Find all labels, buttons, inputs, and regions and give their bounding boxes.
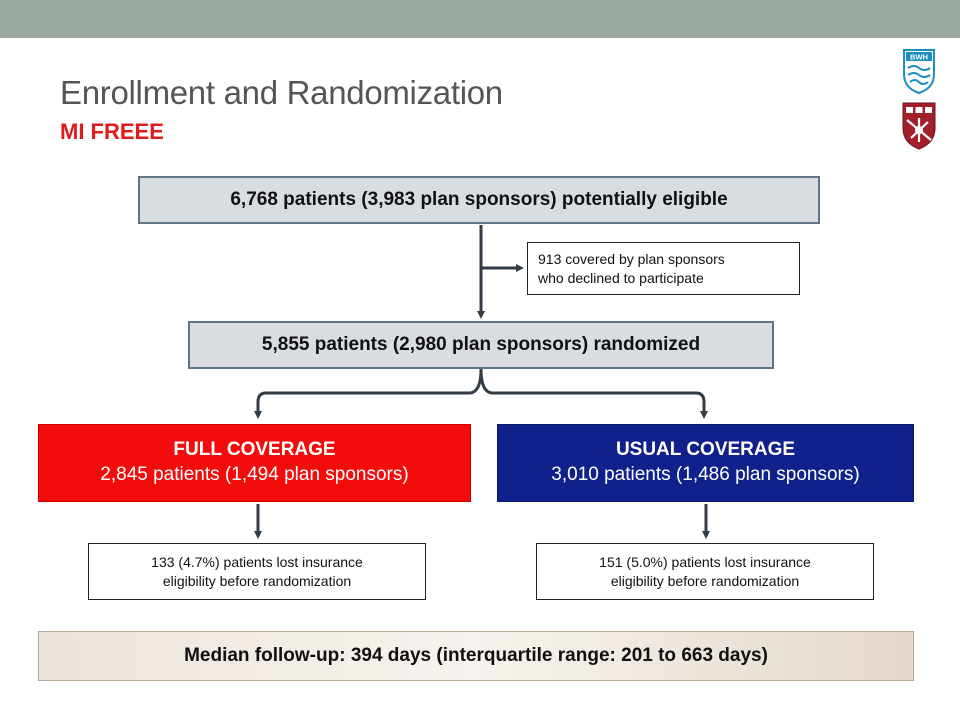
full-coverage-title: FULL COVERAGE — [173, 439, 336, 460]
randomization-split-bracket — [254, 368, 483, 419]
declined-box: 913 covered by plan sponsors who decline… — [527, 242, 800, 295]
full-coverage-box: FULL COVERAGE 2,845 patients (1,494 plan… — [38, 424, 471, 502]
eligible-box: 6,768 patients (3,983 plan sponsors) pot… — [138, 176, 820, 224]
slide-title: Enrollment and Randomization — [60, 74, 503, 111]
usual-lost-line-1: 151 (5.0%) patients lost insurance — [599, 553, 811, 570]
usual-lost-box: 151 (5.0%) patients lost insurance eligi… — [536, 543, 874, 600]
randomized-text: 5,855 patients (2,980 plan sponsors) ran… — [261, 334, 701, 355]
full-lost-line-1: 133 (4.7%) patients lost insurance — [151, 553, 363, 570]
followup-text: Median follow-up: 394 days (interquartil… — [184, 645, 768, 666]
declined-line-1: 913 covered by plan sponsors — [538, 250, 725, 267]
slide-subtitle: MI FREEE — [60, 119, 164, 144]
full-coverage-detail: 2,845 patients (1,494 plan sponsors) — [100, 464, 409, 485]
usual-coverage-box: USUAL COVERAGE 3,010 patients (1,486 pla… — [497, 424, 914, 502]
bwh-logo-icon: BWH — [903, 49, 935, 94]
svg-text:BWH: BWH — [910, 53, 928, 62]
usual-coverage-detail: 3,010 patients (1,486 plan sponsors) — [551, 464, 860, 485]
harvard-shield-icon — [902, 102, 936, 150]
declined-line-2: who declined to participate — [538, 269, 704, 286]
followup-box: Median follow-up: 394 days (interquartil… — [38, 631, 914, 681]
top-bar — [0, 0, 960, 38]
full-lost-box: 133 (4.7%) patients lost insurance eligi… — [88, 543, 426, 600]
usual-lost-line-2: eligibility before randomization — [610, 572, 800, 589]
usual-coverage-title: USUAL COVERAGE — [615, 439, 796, 460]
randomized-box: 5,855 patients (2,980 plan sponsors) ran… — [188, 321, 774, 369]
eligible-text: 6,768 patients (3,983 plan sponsors) pot… — [230, 189, 728, 210]
full-lost-line-2: eligibility before randomization — [162, 572, 352, 589]
